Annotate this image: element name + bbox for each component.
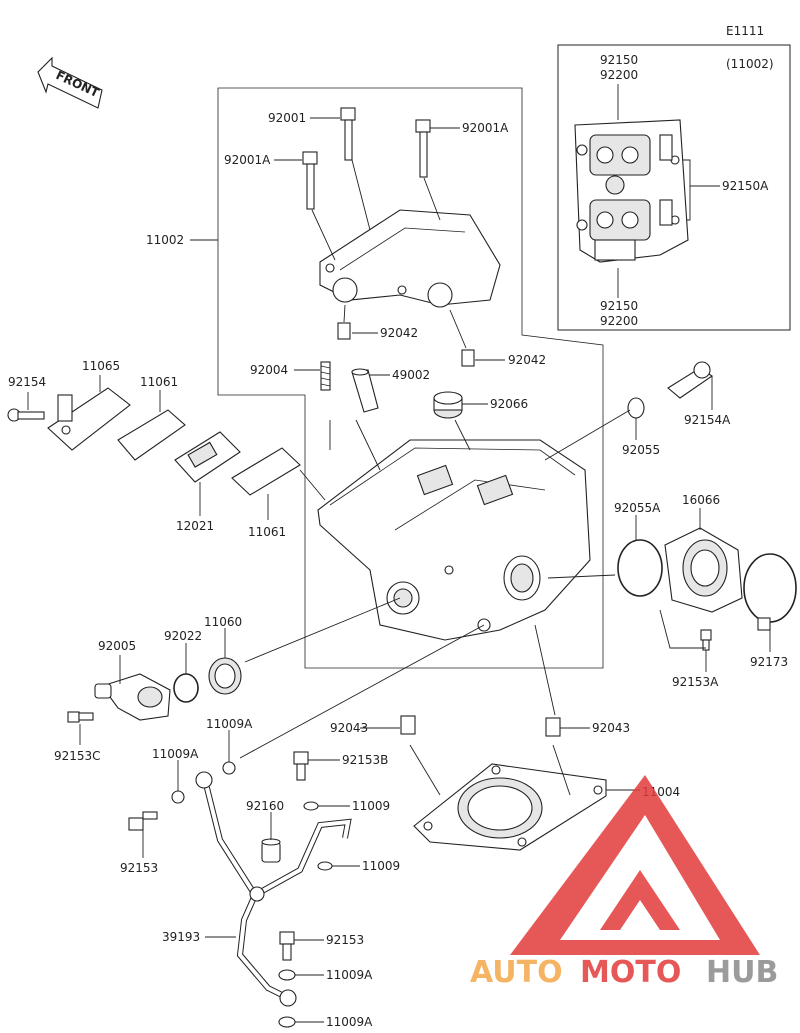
label-92153-a: 92153 — [120, 861, 158, 875]
diagram-code: E1111 — [726, 24, 764, 38]
washer-11009-a — [303, 801, 319, 811]
water-pipe-39193 — [195, 771, 352, 1007]
part-labels: 92001 92001A 92001A 11002 92042 92042 92… — [8, 111, 788, 1029]
label-92001: 92001 — [268, 111, 306, 125]
valve-guide-49002 — [351, 368, 379, 413]
leader-lines — [27, 117, 771, 1023]
label-92004: 92004 — [250, 363, 288, 377]
label-11009A-a: 11009A — [206, 717, 253, 731]
label-92055: 92055 — [622, 443, 660, 457]
label-92043-a: 92043 — [330, 721, 368, 735]
bolt-92154A — [667, 361, 713, 399]
watermark-text-hub: HUB — [706, 955, 778, 990]
label-11009A-b: 11009A — [152, 747, 199, 761]
label-12021: 12021 — [176, 519, 214, 533]
inset-label-92150-bot: 92150 — [600, 299, 638, 313]
intake-holder-16066 — [664, 527, 743, 613]
label-11009-a: 11009 — [352, 799, 390, 813]
label-92154A: 92154A — [684, 413, 731, 427]
label-11060: 11060 — [204, 615, 242, 629]
gasket-11061-a — [117, 409, 186, 461]
oil-seal-92066 — [433, 391, 463, 419]
label-92153-b: 92153 — [326, 933, 364, 947]
head-gasket-11004 — [413, 763, 607, 851]
label-11009A-d: 11009A — [326, 1015, 373, 1029]
washer-11009A-b — [171, 790, 185, 804]
label-16066: 16066 — [682, 493, 720, 507]
label-92042-a: 92042 — [380, 326, 418, 340]
bolt-92153A — [700, 629, 712, 651]
o-ring-92055 — [627, 397, 645, 419]
bolt-92001A-top — [415, 119, 431, 178]
label-39193: 39193 — [162, 930, 200, 944]
bolt-92153B — [293, 751, 309, 781]
seal-11060 — [208, 657, 242, 695]
bolt-92153-b — [279, 931, 295, 961]
inset-label-92150A: 92150A — [722, 179, 769, 193]
label-92153A: 92153A — [672, 675, 719, 689]
washer-11009A-c — [278, 969, 296, 981]
gasket-11061-b — [231, 447, 301, 496]
dowel-92043-a — [400, 715, 416, 735]
inset-label-92200-top: 92200 — [600, 68, 638, 82]
label-92160: 92160 — [246, 799, 284, 813]
dowel-pin-92042-a — [337, 322, 351, 340]
bolt-92153-a — [128, 811, 158, 831]
label-92005: 92005 — [98, 639, 136, 653]
label-92153C: 92153C — [54, 749, 101, 763]
camshaft-holder — [319, 209, 501, 308]
label-92173: 92173 — [750, 655, 788, 669]
label-11009A-c: 11009A — [326, 968, 373, 982]
label-11002: 11002 — [146, 233, 184, 247]
label-92001A-left: 92001A — [224, 153, 271, 167]
bolt-92154 — [7, 408, 45, 422]
label-11065: 11065 — [82, 359, 120, 373]
spacer-92160 — [261, 838, 281, 863]
watermark-text-moto: MOTO — [580, 955, 681, 990]
o-ring-92055A — [617, 539, 663, 597]
watermark-logo: AUTO MOTO HUB — [470, 775, 778, 990]
bolt-92153C — [67, 711, 94, 723]
reed-valve-12021 — [174, 431, 241, 483]
reed-cover-11065 — [47, 387, 131, 451]
inset-label-92150-top: 92150 — [600, 53, 638, 67]
label-11061-b: 11061 — [248, 525, 286, 539]
label-49002: 49002 — [392, 368, 430, 382]
water-outlet-92005 — [94, 673, 171, 721]
label-92154: 92154 — [8, 375, 46, 389]
label-92153B: 92153B — [342, 753, 388, 767]
dowel-pin-92042-b — [461, 349, 475, 367]
inset-box: (11002) 92150 92200 92150A 92150 92200 — [557, 44, 791, 331]
watermark-text-auto: AUTO — [470, 955, 563, 990]
label-11061-a: 11061 — [140, 375, 178, 389]
cylinder-head — [317, 439, 591, 641]
label-11009-b: 11009 — [362, 859, 400, 873]
label-92001A-top: 92001A — [462, 121, 509, 135]
label-92042-b: 92042 — [508, 353, 546, 367]
label-92055A: 92055A — [614, 501, 661, 515]
o-ring-92022 — [173, 673, 199, 703]
stud-92004 — [320, 361, 331, 391]
washer-11009A-d — [278, 1016, 296, 1028]
bolt-92001A-left — [302, 151, 318, 210]
dowel-92043-b — [545, 717, 561, 737]
camshaft-holder-bracket — [217, 87, 604, 669]
clamp-92173 — [743, 553, 797, 631]
inset-label-92200-bot: 92200 — [600, 314, 638, 328]
washer-11009-b — [317, 861, 333, 871]
label-92066: 92066 — [490, 397, 528, 411]
front-arrow-icon: FRONT — [37, 56, 103, 109]
inset-label: (11002) — [726, 57, 774, 71]
watermark-triangle-icon — [510, 775, 760, 955]
label-92022: 92022 — [164, 629, 202, 643]
head-top-view — [574, 119, 689, 263]
watermark-inner-icon — [600, 870, 680, 930]
bolt-92001 — [340, 107, 356, 161]
washer-11009A-a — [222, 761, 236, 775]
label-92043-b: 92043 — [592, 721, 630, 735]
